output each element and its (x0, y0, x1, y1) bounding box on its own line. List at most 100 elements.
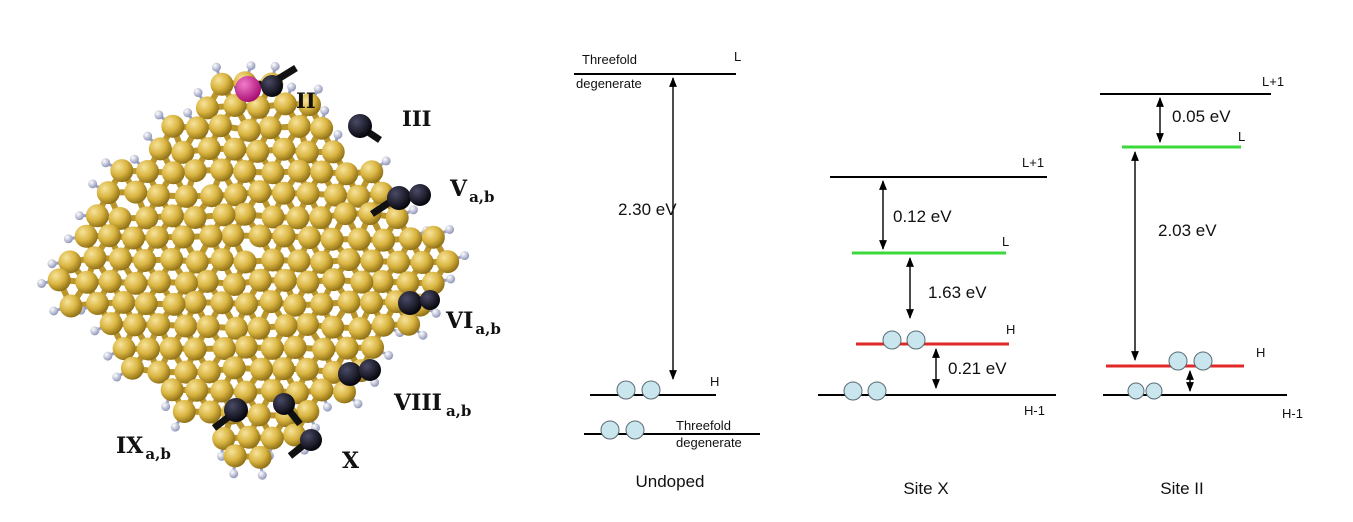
silicon-atom (321, 140, 345, 164)
silicon-atom (235, 292, 259, 316)
undoped-homo-note-line2: degenerate (676, 435, 742, 450)
silicon-atom (174, 314, 198, 338)
silicon-atom (210, 158, 234, 182)
silicon-atom (372, 228, 396, 252)
silicon-atom (108, 247, 132, 271)
siteii-lumo-label: L (1238, 129, 1245, 144)
site-label-x: X (342, 448, 360, 474)
silicon-atom (147, 360, 171, 384)
hydrogen-atom (446, 274, 456, 284)
silicon-atom (247, 403, 271, 427)
hydrogen-atom (229, 469, 239, 479)
silicon-atom (396, 271, 420, 295)
silicon-atom (312, 337, 336, 361)
silicon-atom (247, 316, 271, 340)
dopant-sites (211, 65, 440, 459)
undoped-gap-value: 2.30 eV (618, 200, 677, 219)
silicon-atom (260, 426, 284, 450)
silicon-atom (208, 114, 232, 138)
hydrogen-atom (154, 110, 164, 120)
hydrogen-atom (270, 61, 280, 71)
siteii-homo1-label: H-1 (1282, 406, 1303, 421)
silicon-atom (274, 314, 298, 338)
silicon-atom (346, 184, 370, 208)
silicon-atom (185, 116, 209, 140)
silicon-atom (135, 206, 159, 230)
silicon-atom (97, 224, 121, 248)
siteii-gap1-value: 0.05 eV (1172, 107, 1231, 126)
silicon-atom (410, 250, 434, 274)
hydrogen-atom (88, 179, 98, 189)
silicon-atom (361, 335, 385, 359)
silicon-atom (234, 380, 258, 404)
silicon-atom (272, 224, 296, 248)
hydrogen-atom (353, 399, 363, 409)
silicon-atom (386, 250, 410, 274)
electron (1168, 351, 1188, 371)
silicon-atom (174, 360, 198, 384)
hydrogen-atom (418, 330, 428, 340)
site-label-iii: III (402, 106, 431, 131)
dopant-atom-vi-a (398, 291, 422, 315)
silicon-atom (248, 268, 272, 292)
sitex-lumo-label: L (1002, 234, 1009, 249)
silicon-atom (310, 378, 334, 402)
hydrogen-atom (193, 88, 203, 98)
silicon-atom (296, 270, 320, 294)
silicon-atom (133, 249, 157, 273)
hydrogen-atoms (37, 61, 470, 480)
hydrogen-atom (37, 278, 47, 288)
undoped-homo-note-line1: Threefold (676, 418, 731, 433)
hydrogen-atom (384, 350, 394, 360)
silicon-atom (222, 272, 246, 296)
energy-level-diagram: L Threefold degenerate 2.30 eV H Threefo… (574, 49, 1303, 498)
silicon-atom (246, 139, 270, 163)
silicon-atom (162, 292, 186, 316)
silicon-atom (286, 206, 310, 230)
hydrogen-atom (246, 61, 256, 71)
hydrogen-atom (103, 351, 113, 361)
hydrogen-atom (161, 402, 171, 412)
silicon-atom (333, 380, 357, 404)
silicon-atom (112, 337, 136, 361)
dopant-atom-viii-b (359, 359, 381, 381)
silicon-atom (370, 269, 394, 293)
silicon-atom (360, 160, 384, 184)
hydrogen-atom (445, 224, 455, 234)
dopant-atom-ii (261, 75, 283, 97)
silicon-atom (337, 248, 361, 272)
silicon-atom (321, 315, 345, 339)
silicon-atom (249, 357, 273, 381)
panel-undoped: L Threefold degenerate 2.30 eV H Threefo… (574, 49, 760, 491)
hydrogen-atom (313, 84, 323, 94)
silicon-atom (108, 206, 132, 230)
silicon-atom (259, 290, 283, 314)
silicon-atom (295, 313, 319, 337)
silicon-atom (160, 378, 184, 402)
silicon-atom (272, 181, 296, 205)
silicon-atom (83, 246, 107, 270)
silicon-atom (287, 159, 311, 183)
silicon-atom (322, 268, 346, 292)
silicon-atom (248, 445, 272, 469)
silicon-atom (212, 337, 236, 361)
silicon-atom (212, 426, 236, 450)
panel-title-site-ii: Site II (1160, 479, 1203, 498)
panel-title-undoped: Undoped (635, 472, 704, 491)
silicon-atom (224, 316, 248, 340)
silicon-atom (223, 94, 247, 118)
hydrogen-atom (112, 372, 122, 382)
hydrogen-atom (320, 106, 330, 116)
silicon-atom (199, 224, 223, 248)
silicon-atom (148, 137, 172, 161)
hydrogen-atom (63, 234, 73, 244)
silicon-atom (261, 161, 285, 185)
silicon-atom (159, 336, 183, 360)
silicon-atoms (47, 71, 460, 469)
silicon-atom (233, 202, 257, 226)
silicon-atom (260, 336, 284, 360)
electron (843, 381, 863, 401)
